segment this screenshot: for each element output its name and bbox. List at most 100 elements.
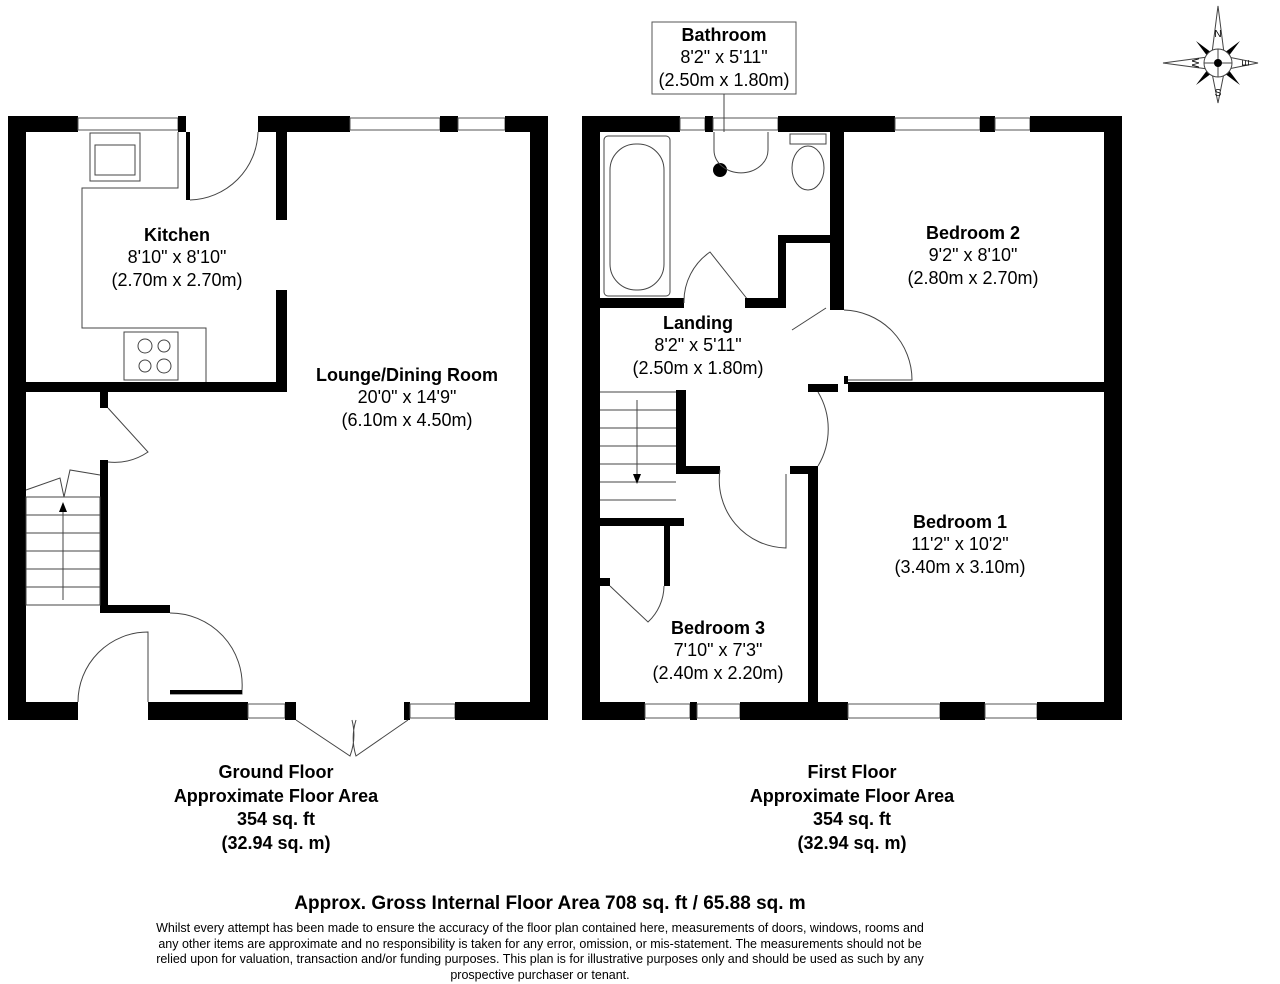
room-dimensions-imperial: 8'2" x 5'11" bbox=[680, 47, 767, 67]
room-label-lounge: Lounge/Dining Room 20'0" x 14'9" (6.10m … bbox=[316, 365, 498, 430]
room-name: Lounge/Dining Room bbox=[316, 365, 498, 385]
plan-shape bbox=[455, 702, 548, 720]
plan-shape bbox=[107, 407, 149, 463]
room-dimensions-imperial: 8'2" x 5'11" bbox=[654, 335, 741, 355]
window bbox=[77, 117, 179, 131]
label-text: S bbox=[1215, 88, 1222, 99]
plan-shape bbox=[77, 631, 149, 703]
room-dimensions-metric: (6.10m x 4.50m) bbox=[341, 410, 472, 430]
label-text: W bbox=[1189, 58, 1200, 68]
plan-shape bbox=[690, 702, 697, 720]
plan-shape bbox=[705, 116, 713, 132]
plan-shape bbox=[189, 131, 259, 201]
window bbox=[349, 117, 441, 131]
plan-shape bbox=[276, 132, 287, 220]
plan-shape bbox=[778, 116, 895, 132]
plan-shape bbox=[100, 605, 170, 613]
plan-shape bbox=[138, 359, 152, 373]
soil-pipe-icon bbox=[713, 163, 727, 177]
label-text: First Floor bbox=[808, 762, 897, 782]
room-dimensions-imperial: 7'10" x 7'3" bbox=[674, 640, 763, 660]
window bbox=[894, 117, 981, 131]
window bbox=[712, 117, 779, 131]
room-dimensions-metric: (2.70m x 2.70m) bbox=[111, 270, 242, 290]
gross-internal-area: Approx. Gross Internal Floor Area 708 sq… bbox=[294, 893, 806, 914]
sink-icon bbox=[89, 132, 141, 182]
window bbox=[696, 703, 741, 719]
plan-shape bbox=[778, 235, 838, 243]
plan-shape bbox=[683, 251, 749, 304]
plan-shape bbox=[100, 392, 108, 408]
toilet-icon bbox=[791, 145, 825, 191]
plan-shape bbox=[276, 290, 287, 390]
window bbox=[679, 117, 706, 131]
plan-shape bbox=[980, 116, 995, 132]
label-text: Approximate Floor Area bbox=[174, 786, 379, 806]
plan-shape bbox=[817, 391, 829, 467]
plan-shape bbox=[808, 466, 818, 702]
window bbox=[847, 703, 941, 719]
window bbox=[409, 703, 456, 719]
plan-shape bbox=[676, 390, 686, 474]
plan-shape bbox=[8, 702, 78, 720]
plan-shape bbox=[26, 382, 287, 392]
plan-shape bbox=[790, 466, 810, 474]
plan-shape bbox=[633, 474, 641, 484]
plan-shape bbox=[258, 116, 350, 132]
room-dimensions-imperial: 8'10" x 8'10" bbox=[128, 247, 227, 267]
room-label-landing: Landing 8'2" x 5'11" (2.50m x 1.80m) bbox=[632, 313, 763, 378]
plan-shape bbox=[137, 338, 153, 354]
plan-shape bbox=[1214, 59, 1222, 67]
plan-shape bbox=[600, 518, 684, 526]
plan-shape bbox=[609, 143, 665, 291]
plan-shape bbox=[404, 702, 410, 720]
plan-shape bbox=[1196, 41, 1240, 85]
room-label-kitchen: Kitchen 8'10" x 8'10" (2.70m x 2.70m) bbox=[111, 225, 242, 290]
plan-shape bbox=[8, 116, 26, 720]
hob-icon bbox=[123, 331, 179, 381]
plan-shape bbox=[582, 116, 600, 720]
plan-shape bbox=[582, 116, 680, 132]
room-dimensions-metric: (2.50m x 1.80m) bbox=[632, 358, 763, 378]
plan-shape bbox=[440, 116, 458, 132]
plan-shape bbox=[295, 719, 409, 757]
plan-shape bbox=[148, 702, 248, 720]
ground-floor-plan bbox=[8, 116, 548, 757]
room-dimensions-metric: (2.80m x 2.70m) bbox=[907, 268, 1038, 288]
plan-shape bbox=[848, 382, 1104, 392]
plan-shape bbox=[789, 133, 827, 145]
window bbox=[457, 117, 506, 131]
plan-shape bbox=[25, 469, 101, 498]
label-text: 354 sq. ft bbox=[237, 809, 315, 829]
room-name: Bedroom 1 bbox=[913, 512, 1007, 532]
window bbox=[644, 703, 691, 719]
bath-icon bbox=[603, 135, 671, 297]
label-text: (32.94 sq. m) bbox=[797, 833, 906, 853]
plan-shape bbox=[156, 358, 172, 374]
label-text: E bbox=[1241, 59, 1252, 66]
room-name: Bedroom 2 bbox=[926, 223, 1020, 243]
plan-shape bbox=[170, 690, 242, 694]
window bbox=[247, 703, 286, 719]
plan-shape bbox=[530, 116, 548, 720]
plan-shape bbox=[178, 116, 186, 132]
plan-shape bbox=[100, 460, 108, 612]
plan-shape bbox=[157, 339, 171, 353]
stairs-icon bbox=[25, 469, 101, 606]
room-name: Kitchen bbox=[144, 225, 210, 245]
first-floor-plan bbox=[582, 116, 1122, 720]
room-dimensions-metric: (3.40m x 3.10m) bbox=[894, 557, 1025, 577]
plan-shape bbox=[285, 702, 296, 720]
plan-shape bbox=[718, 469, 787, 549]
plan-shape bbox=[808, 384, 838, 392]
plan-shape bbox=[186, 132, 190, 200]
plan-shape bbox=[740, 702, 848, 720]
ground-floor-caption: Ground Floor Approximate Floor Area 354 … bbox=[174, 762, 379, 853]
plan-shape bbox=[582, 702, 645, 720]
plan-shape bbox=[676, 466, 720, 474]
plan-shape bbox=[609, 585, 665, 623]
first-floor-caption: First Floor Approximate Floor Area 354 s… bbox=[750, 762, 955, 853]
window bbox=[994, 117, 1031, 131]
label-text: N bbox=[1214, 29, 1221, 40]
